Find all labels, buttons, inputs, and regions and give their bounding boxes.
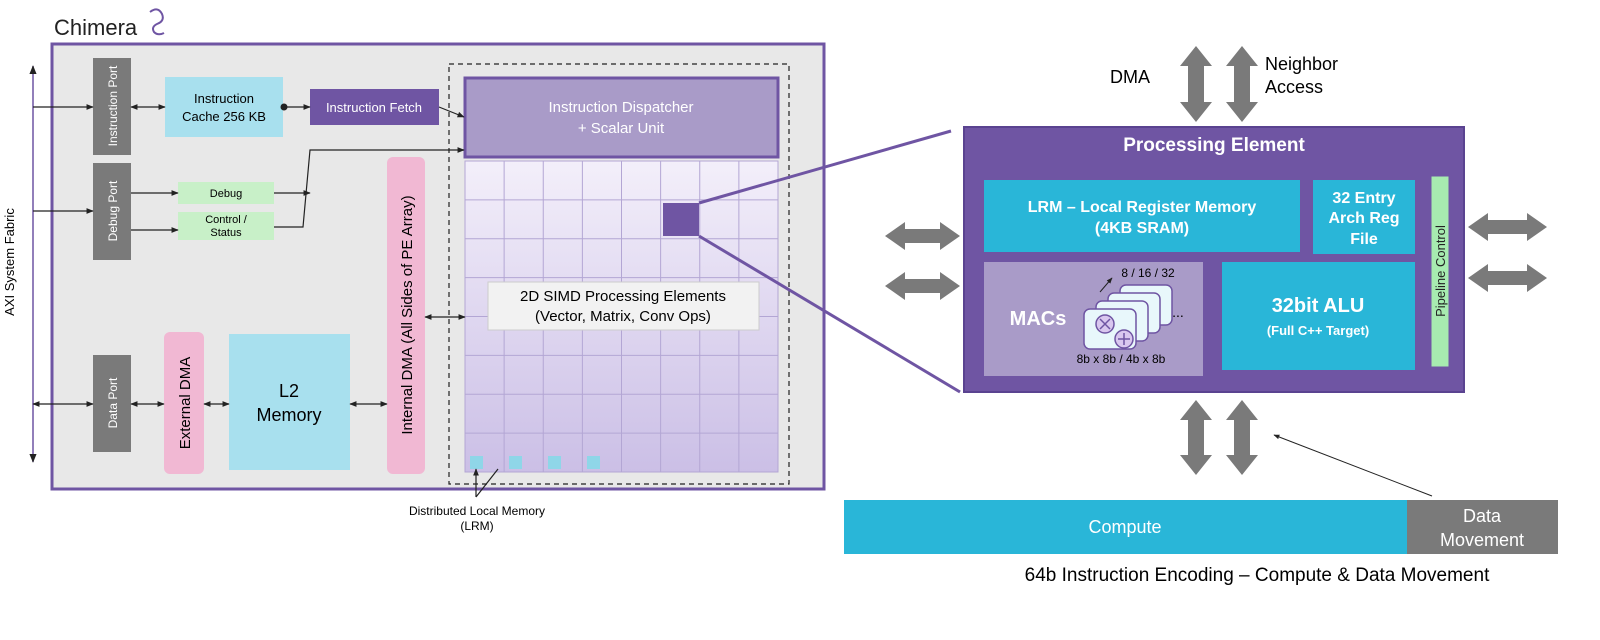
simd-line2: (Vector, Matrix, Conv Ops) xyxy=(535,308,711,325)
pipeline-control: Pipeline Control xyxy=(1430,175,1450,368)
dispatcher-line1: Instruction Dispatcher xyxy=(548,99,693,116)
brand-name: Chimera xyxy=(54,15,138,40)
top-dma-arrows xyxy=(1180,46,1258,122)
debug-block-label: Debug xyxy=(210,188,242,200)
macs-block: MACs 8 / 16 / 32 ... 8b x 8b / 4b x 8b xyxy=(984,262,1203,376)
archreg-line1: 32 Entry xyxy=(1332,190,1395,207)
dlm-line2: (LRM) xyxy=(460,519,493,533)
control-status-line2: Status xyxy=(210,227,242,239)
debug-port-label: Debug Port xyxy=(106,180,120,241)
mac-widths: 8 / 16 / 32 xyxy=(1121,266,1175,280)
pe-title: Processing Element xyxy=(1123,135,1305,156)
external-dma-label: External DMA xyxy=(177,357,194,450)
brand: Chimera xyxy=(54,8,165,40)
debug-port: Debug Port xyxy=(93,163,131,260)
data-movement-pointer xyxy=(1273,434,1433,497)
neighbor-line1: Neighbor xyxy=(1265,54,1338,74)
left-connectors xyxy=(32,104,499,498)
debug-block: Debug xyxy=(178,182,274,204)
multiply-icon xyxy=(1095,314,1115,334)
lrm-line2: (4KB SRAM) xyxy=(1095,220,1189,237)
axi-label: AXI System Fabric xyxy=(2,208,17,316)
data-movement-line2: Movement xyxy=(1440,530,1524,550)
l2-line2: Memory xyxy=(256,405,321,425)
mac-widths-arrow xyxy=(1099,277,1113,293)
simd-line1: 2D SIMD Processing Elements xyxy=(520,288,726,305)
dispatcher-line2: + Scalar Unit xyxy=(578,120,665,137)
external-dma: External DMA xyxy=(164,332,204,474)
cache-dot xyxy=(280,103,288,111)
encoding-caption: 64b Instruction Encoding – Compute & Dat… xyxy=(1025,565,1490,586)
brand-swan-icon xyxy=(149,8,165,36)
l2-line1: L2 xyxy=(279,381,299,401)
bottom-dma-arrows xyxy=(1180,400,1258,475)
internal-dma-label: Internal DMA (All Sides of PE Array) xyxy=(399,195,416,434)
lrm-block: LRM – Local Register Memory (4KB SRAM) xyxy=(984,180,1300,252)
instruction-encoding-bar: Compute Data Movement xyxy=(844,500,1558,554)
alu-block: 32bit ALU (Full C++ Target) xyxy=(1222,262,1415,370)
mac-ellipsis: ... xyxy=(1172,304,1184,320)
instruction-cache: Instruction Cache 256 KB xyxy=(165,77,283,137)
macs-label: MACs xyxy=(1010,308,1067,330)
right-neighbor-arrows xyxy=(1468,213,1547,292)
mac-precision: 8b x 8b / 4b x 8b xyxy=(1077,352,1166,366)
axi-fabric: AXI System Fabric xyxy=(2,65,37,463)
alu-line1: 32bit ALU xyxy=(1272,295,1365,317)
simd-label-box: 2D SIMD Processing Elements (Vector, Mat… xyxy=(487,281,760,331)
data-port: Data Port xyxy=(93,355,131,452)
l2-memory: L2 Memory xyxy=(229,334,350,470)
pipeline-control-label: Pipeline Control xyxy=(1433,225,1448,317)
highlighted-pe xyxy=(663,203,699,236)
archreg-line2: Arch Reg xyxy=(1328,210,1399,227)
instruction-cache-line1: Instruction xyxy=(194,91,254,106)
lrm-squares xyxy=(470,456,600,469)
control-status-line1: Control / xyxy=(205,214,248,226)
data-movement-line1: Data xyxy=(1463,506,1502,526)
control-status-block: Control / Status xyxy=(178,212,274,240)
instruction-dispatcher: Instruction Dispatcher + Scalar Unit xyxy=(463,76,780,159)
data-port-label: Data Port xyxy=(106,377,120,428)
instruction-fetch: Instruction Fetch xyxy=(310,89,439,125)
zoom-lines xyxy=(698,129,961,394)
dma-label: DMA xyxy=(1110,67,1150,87)
internal-dma: Internal DMA (All Sides of PE Array) xyxy=(387,157,425,474)
instruction-fetch-label: Instruction Fetch xyxy=(326,100,422,115)
dlm-line1: Distributed Local Memory xyxy=(409,504,545,518)
archreg-line3: File xyxy=(1350,231,1378,248)
neighbor-line2: Access xyxy=(1265,77,1323,97)
add-icon xyxy=(1114,329,1134,349)
instruction-cache-line2: Cache 256 KB xyxy=(182,109,266,124)
compute-segment xyxy=(844,500,1407,554)
data-movement-segment xyxy=(1407,500,1558,554)
instruction-port: Instruction Port xyxy=(93,58,131,155)
compute-label: Compute xyxy=(1088,517,1161,537)
instruction-port-label: Instruction Port xyxy=(106,65,120,146)
arch-reg-file: 32 Entry Arch Reg File xyxy=(1313,180,1415,254)
left-neighbor-arrows xyxy=(885,222,960,300)
alu-line2: (Full C++ Target) xyxy=(1267,323,1369,338)
lrm-line1: LRM – Local Register Memory xyxy=(1028,199,1257,216)
pe-array-region xyxy=(448,63,790,485)
